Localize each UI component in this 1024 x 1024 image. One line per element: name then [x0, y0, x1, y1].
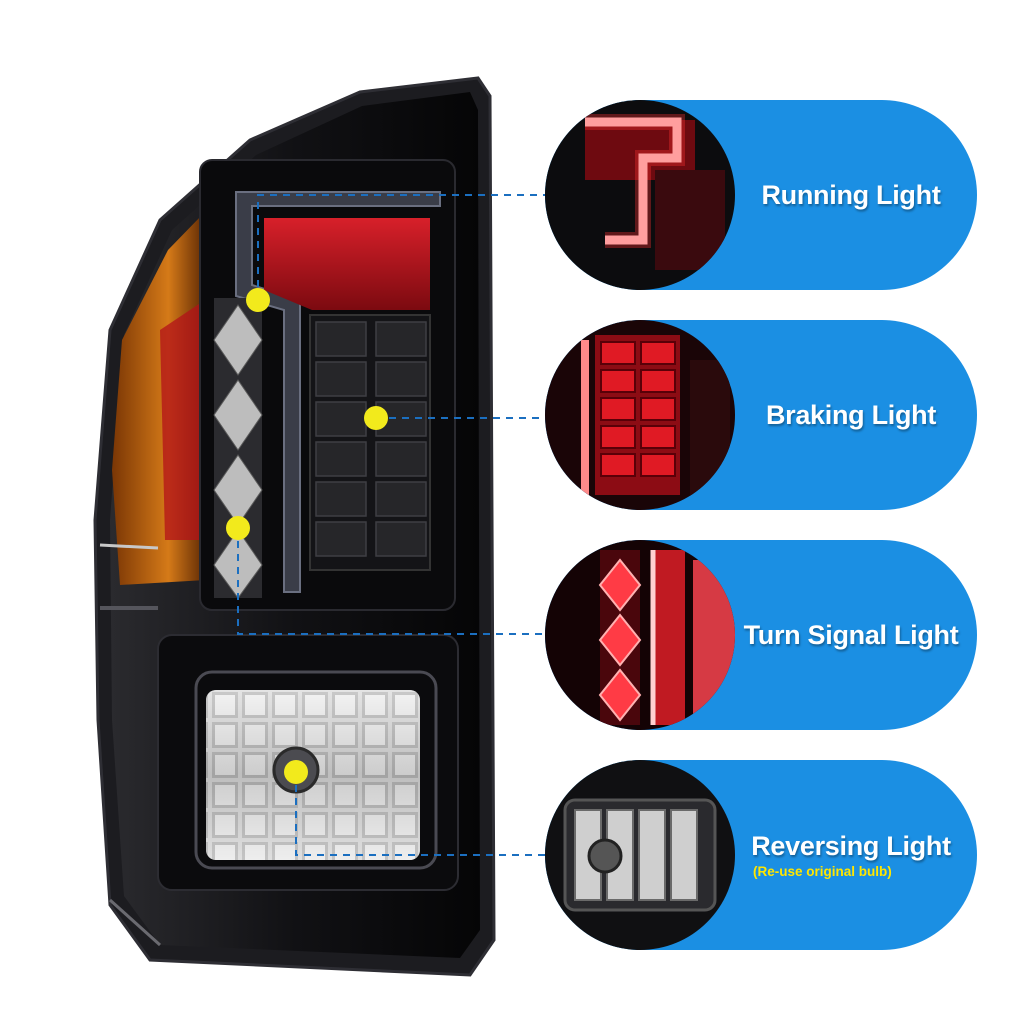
braking-light-photo — [545, 320, 735, 510]
feature-turn-signal-light: Turn Signal Light — [545, 540, 977, 730]
feature-label: Turn Signal Light — [743, 619, 959, 650]
feature-label: Braking Light — [765, 399, 937, 430]
feature-braking-light: Braking Light — [545, 320, 977, 510]
feature-note: (Re-use original bulb) — [753, 864, 892, 879]
marker-dot-icon — [226, 516, 250, 540]
marker-dot-icon — [364, 406, 388, 430]
feature-label: Running Light — [761, 179, 941, 210]
marker-dot-icon — [246, 288, 270, 312]
feature-running-light: Running Light — [545, 100, 977, 290]
feature-reversing-light: Reversing Light (Re-use original bulb) — [545, 760, 977, 950]
feature-label: Reversing Light — [751, 831, 951, 861]
reversing-light-photo — [545, 760, 735, 950]
marker-dot-icon — [284, 760, 308, 784]
turn-signal-light-photo — [545, 540, 735, 730]
running-light-photo — [545, 100, 735, 290]
